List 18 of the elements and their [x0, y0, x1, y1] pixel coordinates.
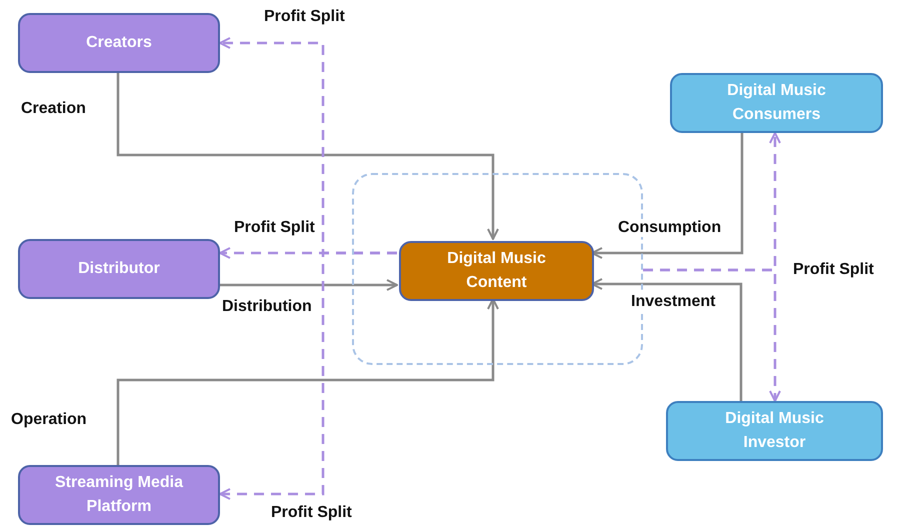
edge-label: Operation: [10, 411, 88, 430]
process-box: Distributor: [18, 239, 220, 299]
process-box: Streaming Media Platform: [18, 465, 220, 525]
edge-label: Profit Split: [233, 219, 316, 238]
edge-label: Profit Split: [792, 261, 875, 280]
process-box: Digital Music Consumers: [670, 73, 883, 133]
process-box: Digital Music Content: [399, 241, 594, 301]
edge-label: Profit Split: [270, 504, 353, 522]
arrow: [219, 252, 397, 500]
arrow: [220, 279, 398, 291]
edge-label: Profit Split: [263, 8, 346, 26]
process-box: Digital Music Investor: [666, 401, 883, 461]
arrow: [643, 268, 781, 402]
process-box: Creators: [18, 13, 220, 73]
edge-label: Investment: [630, 293, 716, 312]
edge-label: Consumption: [617, 219, 722, 238]
arrow: [116, 73, 499, 240]
arrow: [116, 298, 499, 465]
